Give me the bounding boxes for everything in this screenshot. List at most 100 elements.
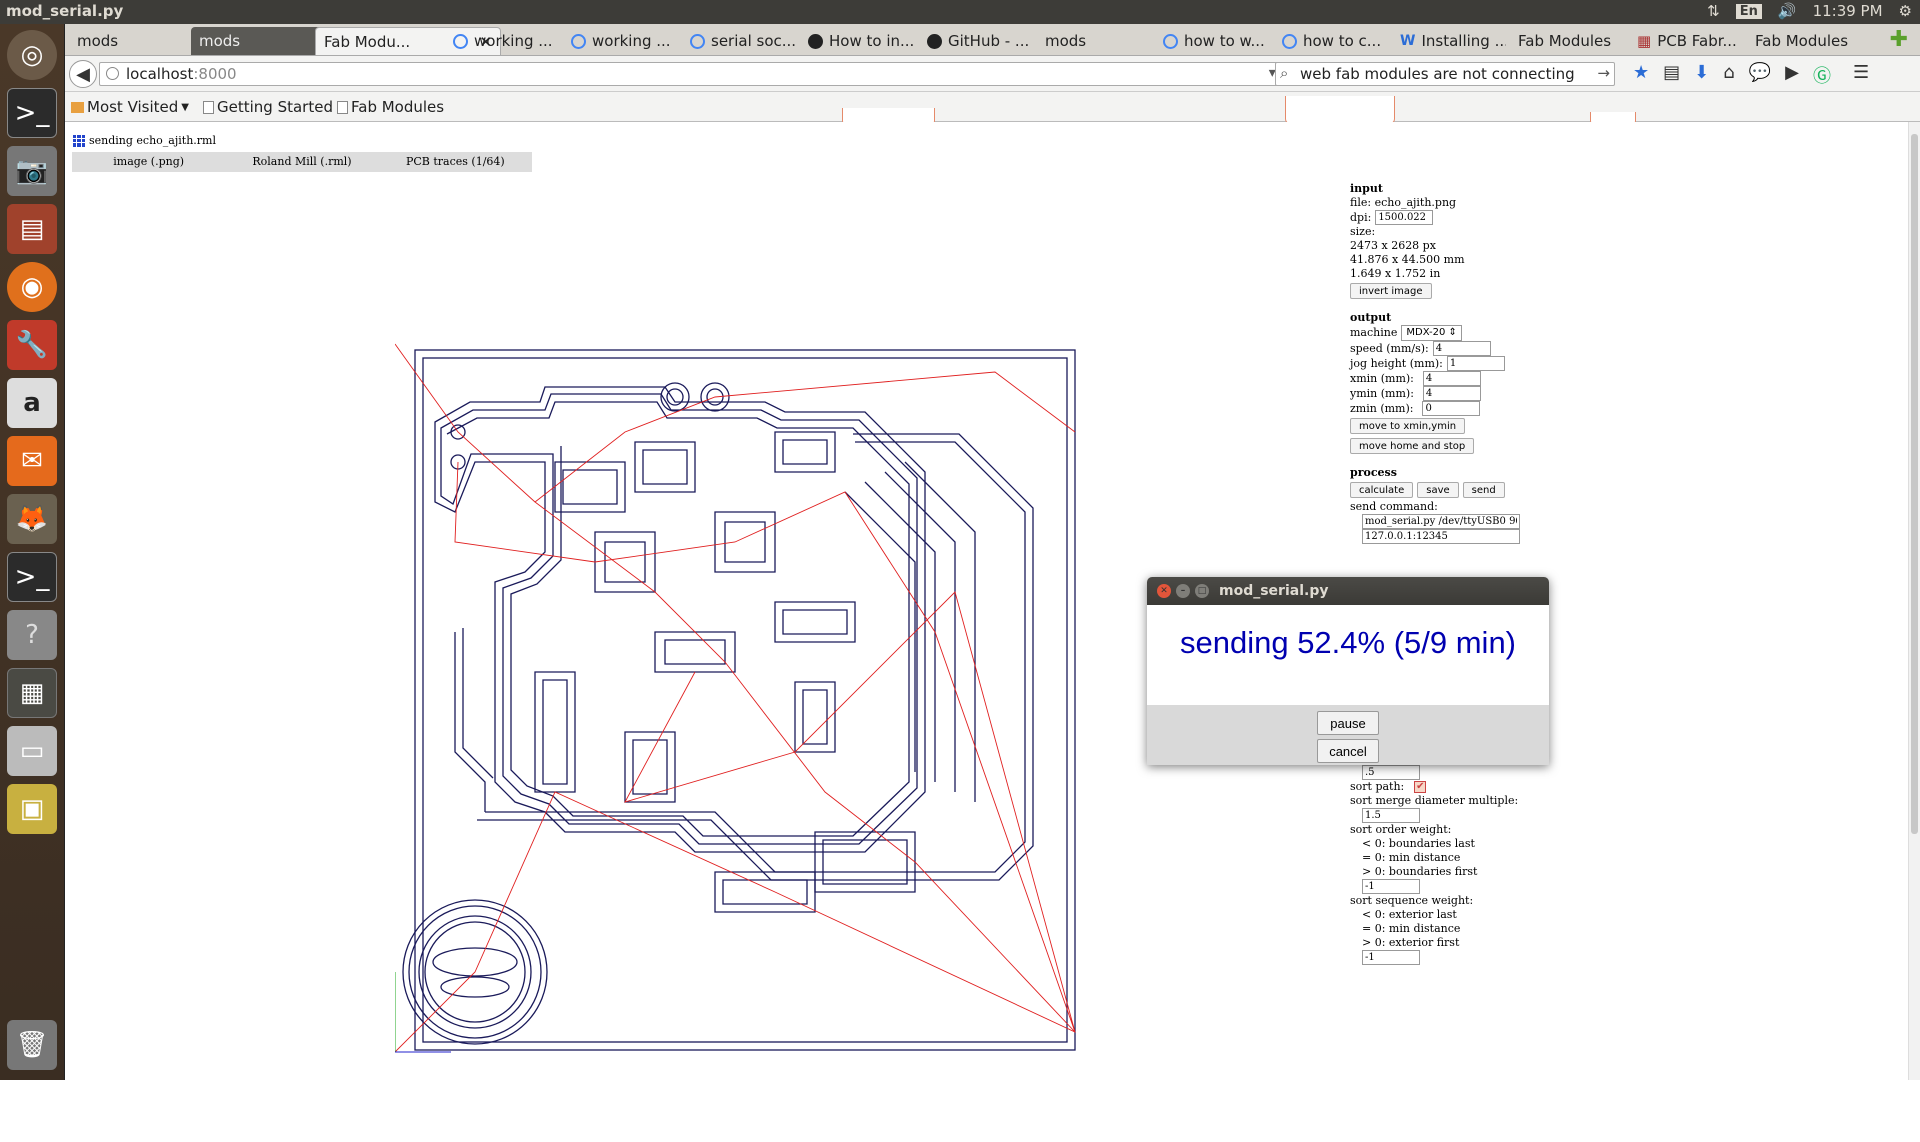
youtube-icon[interactable]: ▶ — [1785, 62, 1799, 83]
tab[interactable]: working ... — [445, 27, 559, 55]
tab[interactable]: Fab Modules — [1755, 32, 1849, 50]
clock[interactable]: 11:39 PM — [1812, 2, 1883, 20]
pause-button[interactable]: pause — [1317, 711, 1379, 735]
menu-roland-mill[interactable]: Roland Mill (.rml) — [252, 155, 352, 168]
logo-ring — [418, 915, 532, 1029]
move-home-button[interactable]: move home and stop — [1350, 438, 1475, 454]
threshold-input[interactable] — [1362, 765, 1420, 780]
mail-icon[interactable]: ✉ — [7, 436, 57, 486]
drive-icon[interactable]: ▭ — [7, 726, 57, 776]
merge-label: sort merge diameter multiple: — [1350, 794, 1519, 807]
via — [666, 388, 684, 406]
logo-text — [432, 947, 518, 977]
keyboard-layout-indicator[interactable]: En — [1735, 3, 1762, 19]
seq-input[interactable] — [1362, 950, 1420, 965]
close-icon[interactable]: ✕ — [1157, 584, 1171, 598]
move-to-xmin-ymin-button[interactable]: move to xmin,ymin — [1350, 418, 1466, 434]
sort-path-checkbox[interactable]: ✔ — [1414, 781, 1427, 793]
bookmark-most-visited[interactable]: Most Visited▼ — [71, 98, 189, 116]
jog-height-input[interactable] — [1446, 356, 1505, 371]
send-button[interactable]: send — [1462, 482, 1505, 498]
new-tab-icon[interactable]: ✚ — [1889, 27, 1908, 52]
machine-label: machine — [1350, 326, 1398, 339]
scrollbar-thumb[interactable] — [1911, 134, 1918, 834]
merge-input[interactable] — [1362, 808, 1420, 823]
send-command-input[interactable] — [1362, 514, 1520, 529]
star-icon[interactable]: ★ — [1633, 62, 1650, 83]
tab[interactable]: working ... — [563, 27, 677, 55]
gear-icon[interactable]: ⚙ — [1898, 2, 1912, 20]
tab[interactable]: mods — [1045, 32, 1087, 50]
page-scrollbar[interactable] — [1908, 122, 1920, 1080]
back-button[interactable]: ◀ — [69, 60, 97, 88]
chat-icon[interactable]: 💬 — [1748, 62, 1772, 83]
close-icon[interactable]: ✕ — [479, 32, 492, 51]
home-icon[interactable]: ⌂ — [1723, 62, 1735, 83]
grid-icon — [73, 134, 85, 147]
minimize-icon[interactable]: – — [1176, 584, 1190, 598]
firefox-icon[interactable]: ◉ — [7, 262, 57, 312]
save-button[interactable]: save — [1417, 482, 1459, 498]
app-icon[interactable]: ▣ — [7, 784, 57, 834]
terminal-2-icon[interactable]: >_ — [7, 552, 57, 602]
speed-input[interactable] — [1432, 341, 1491, 356]
tab[interactable]: how to c... — [1274, 27, 1388, 55]
dash-home-icon[interactable]: ◎ — [7, 30, 57, 80]
google-icon — [1282, 33, 1297, 49]
tab[interactable]: ▦PCB Fabr... — [1637, 32, 1737, 50]
toolpath-canvas — [395, 343, 1076, 1053]
go-arrow-icon[interactable]: → — [1597, 64, 1610, 82]
invert-image-button[interactable]: invert image — [1350, 283, 1432, 299]
nav-bar: ◀ localhost:8000 ▾ ⟳ ⌕ web fab modules a… — [65, 56, 1920, 92]
tab[interactable]: serial soc... — [682, 27, 796, 55]
dpi-input[interactable] — [1375, 210, 1434, 225]
tab[interactable]: mods — [77, 32, 119, 50]
maximize-icon[interactable]: □ — [1195, 584, 1209, 598]
github-icon — [927, 33, 942, 49]
volume-icon[interactable]: 🔊 — [1777, 2, 1797, 20]
terminal-icon[interactable]: >_ — [7, 88, 57, 138]
menu-pcb-traces[interactable]: PCB traces (1/64) — [405, 155, 505, 168]
url-bar[interactable]: localhost:8000 ▾ ⟳ — [99, 62, 1299, 86]
search-input[interactable]: ⌕ web fab modules are not connecting → — [1275, 62, 1615, 86]
cancel-button[interactable]: cancel — [1317, 739, 1379, 763]
network-icon[interactable]: ⇅ — [1707, 2, 1720, 20]
workspace-switcher-icon[interactable]: ▦ — [7, 668, 57, 718]
xmin-label: xmin (mm): — [1350, 371, 1414, 385]
settings-icon[interactable]: 🔧 — [7, 320, 57, 370]
calculate-button[interactable]: calculate — [1350, 482, 1414, 498]
zmin-input[interactable] — [1422, 401, 1481, 416]
pad — [714, 511, 776, 573]
tab[interactable]: GitHub - ... — [919, 27, 1033, 55]
grammarly-icon[interactable]: Ⓖ — [1812, 66, 1831, 87]
pad — [774, 431, 836, 473]
tab[interactable]: How to in... — [800, 27, 914, 55]
machine-select[interactable]: MDX-20 ⇕ — [1401, 325, 1462, 341]
order-input[interactable] — [1362, 879, 1420, 894]
help-icon[interactable]: ? — [7, 610, 57, 660]
reading-list-icon[interactable]: ▤ — [1663, 62, 1681, 83]
camera-icon[interactable]: 📷 — [7, 146, 57, 196]
server-input[interactable] — [1362, 529, 1520, 544]
bookmark-getting-started[interactable]: Getting Started — [203, 98, 333, 116]
gimp-icon[interactable]: 🦊 — [7, 494, 57, 544]
tab[interactable]: how to w... — [1155, 27, 1269, 55]
bookmark-fab-modules[interactable]: Fab Modules — [337, 98, 444, 116]
xmin-input[interactable] — [1422, 371, 1481, 386]
system-top-bar: mod_serial.py ⇅ En 🔊 11:39 PM ⚙ — [0, 0, 1920, 24]
ymin-input[interactable] — [1422, 386, 1481, 401]
order-option: < 0: boundaries last — [1362, 837, 1475, 850]
dialog-titlebar[interactable]: ✕ – □ mod_serial.py — [1147, 577, 1549, 605]
tab-active[interactable]: Fab Modu...✕ — [315, 27, 501, 55]
menu-icon[interactable]: ☰ — [1852, 62, 1870, 83]
download-icon[interactable]: ⬇ — [1694, 62, 1710, 83]
board-outline-inner — [422, 357, 1068, 1043]
menu-image-png[interactable]: image (.png) — [113, 155, 185, 168]
amazon-icon[interactable]: a — [7, 378, 57, 428]
files-icon[interactable]: ▤ — [7, 204, 57, 254]
google-icon — [571, 33, 586, 49]
trash-icon[interactable]: 🗑 — [7, 1020, 57, 1070]
logo-ring — [408, 905, 542, 1039]
tab[interactable]: Fab Modules — [1518, 32, 1612, 50]
